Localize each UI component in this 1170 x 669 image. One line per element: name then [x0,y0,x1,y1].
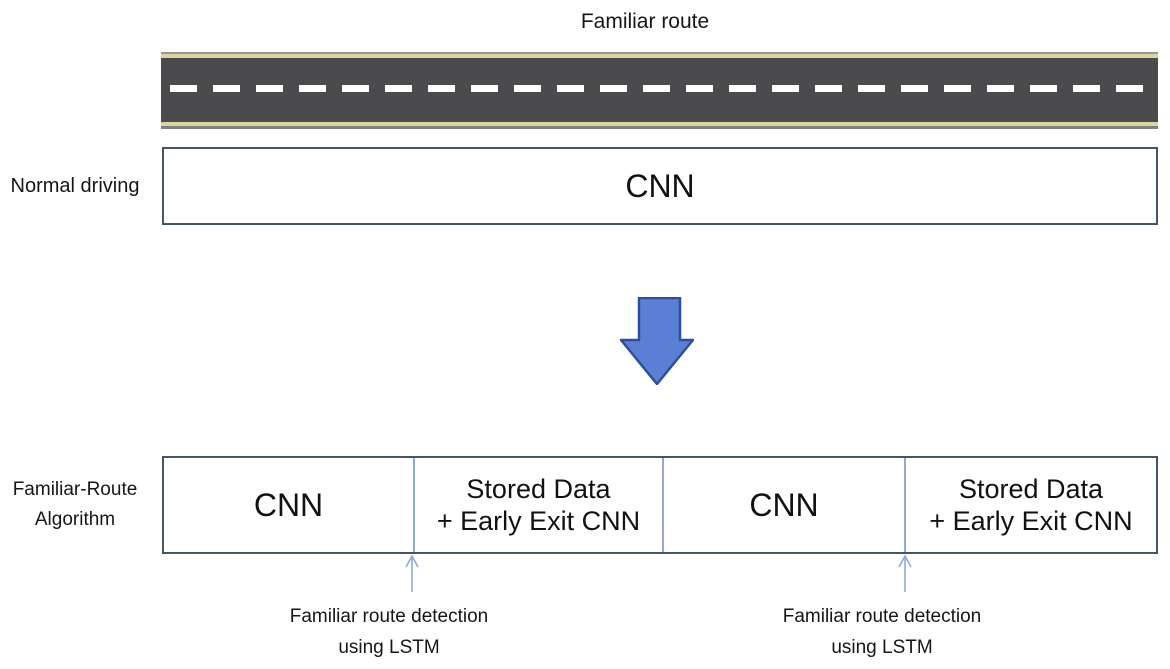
road-graphic [161,52,1158,129]
pipeline-cell-cnn-1: CNN [164,458,413,552]
pipeline-cell-cnn-2-label: CNN [749,486,819,523]
normal-driving-label: Normal driving [10,175,140,197]
pipeline-cell-stored-data-1-line1: Stored Data [466,474,611,504]
pipeline-cell-stored-data-2: Stored Data + Early Exit CNN [904,458,1156,552]
familiar-route-algorithm-label: Familiar-Route Algorithm [0,475,150,535]
pipeline-cell-stored-data-1-line2: + Early Exit CNN [436,506,641,536]
pipeline-cell-cnn-1-label: CNN [253,486,324,523]
pipeline-cell-stored-data-1: Stored Data + Early Exit CNN [412,458,662,552]
lstm-detection-annotation-1: Familiar route detection using LSTM [249,601,529,663]
up-arrow-icon [405,554,419,592]
road-center-dashes [170,85,1149,92]
lstm-detection-annotation-2-line2: using LSTM [831,637,933,658]
pipeline-cell-cnn-2: CNN [661,458,904,552]
down-arrow-icon [620,297,694,385]
cnn-box-label: CNN [625,167,695,204]
diagram-title: Familiar route [580,10,710,33]
up-arrow-icon [898,554,912,592]
algorithm-pipeline-box: CNN Stored Data + Early Exit CNN CNN Sto… [162,456,1158,554]
lstm-detection-annotation-1-line2: using LSTM [338,637,440,658]
familiar-route-algorithm-label-line1: Familiar-Route [12,479,138,500]
lstm-detection-annotation-2: Familiar route detection using LSTM [742,601,1022,663]
pipeline-cell-stored-data-2-line1: Stored Data [958,474,1104,504]
familiar-route-algorithm-label-line2: Algorithm [34,509,116,530]
pipeline-cell-stored-data-2-line2: + Early Exit CNN [929,506,1133,536]
lstm-detection-annotation-1-line1: Familiar route detection [289,606,489,627]
lstm-detection-annotation-2-line1: Familiar route detection [782,606,982,627]
normal-driving-cnn-box: CNN [162,147,1158,225]
